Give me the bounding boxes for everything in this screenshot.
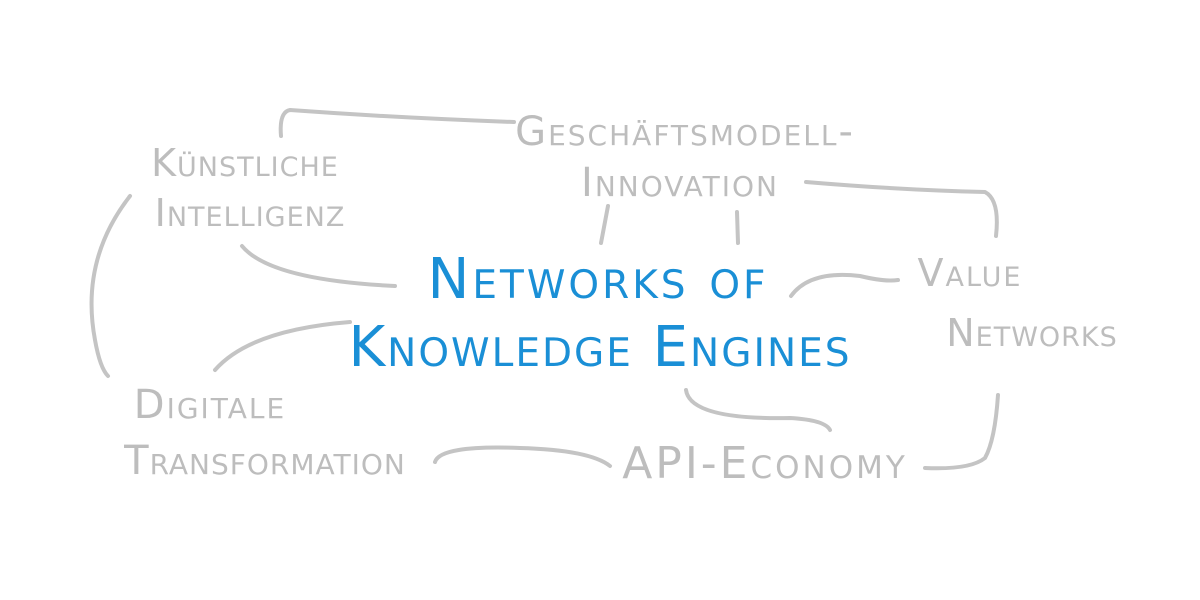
node-geschaeftsmodell-line1: Geschäftsmodell-	[515, 109, 855, 155]
node-ki-line2: Intelligenz	[155, 191, 346, 235]
connector-geschaeftsmodell-title-left	[599, 204, 610, 245]
connector-value-api	[923, 393, 1000, 471]
connector-ki-title	[240, 244, 397, 288]
node-geschaeftsmodell-line2: Innovation	[581, 160, 779, 206]
title-line2: Knowledge Engines	[348, 315, 851, 380]
connector-title-value	[789, 272, 900, 298]
connector-title-digitale	[213, 320, 352, 372]
node-api-economy: API-Economy	[622, 438, 908, 489]
node-ki-line1: Künstliche	[151, 141, 339, 185]
node-value-line1: Value	[918, 251, 1023, 295]
connector-geschaeftsmodell-value	[804, 180, 999, 238]
node-value-line2: Networks	[946, 311, 1118, 355]
connector-digitale-api	[433, 445, 612, 468]
node-digitale-line1: Digitale	[134, 382, 286, 428]
connector-geschaeftsmodell-title-right	[735, 210, 740, 245]
connector-ki-digitale	[89, 194, 132, 378]
connector-ki-geschaeftsmodell	[278, 108, 516, 138]
node-digitale-line2: Transformation	[123, 438, 406, 484]
title-line1: Networks of	[428, 247, 769, 312]
connector-title-api	[684, 388, 832, 432]
